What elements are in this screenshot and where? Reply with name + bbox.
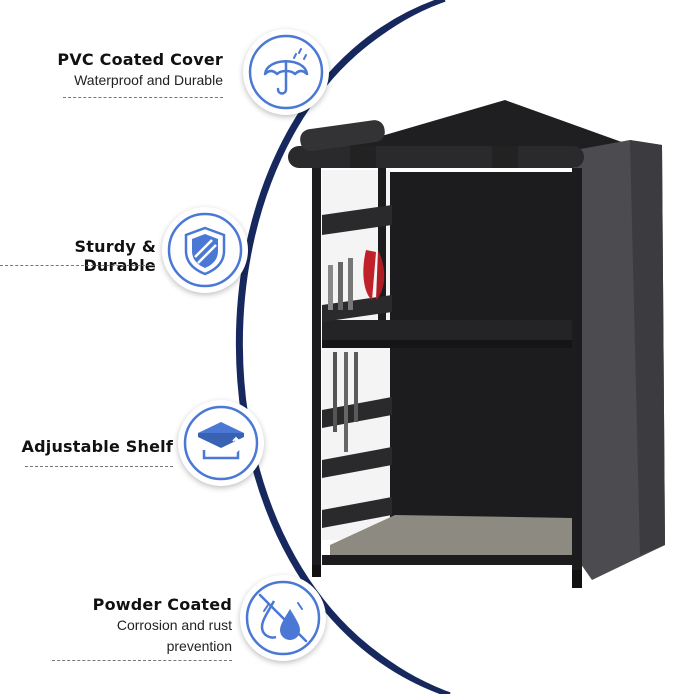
feature-description: prevention (166, 638, 232, 654)
feature-description: Corrosion and rust (116, 617, 232, 633)
feature-sturdy: Sturdy & Durable (0, 237, 156, 275)
feature-title: Adjustable Shelf (21, 437, 173, 456)
feature-divider (0, 265, 155, 266)
feature-pvc-cover: PVC Coated Cover Waterproof and Durable (20, 50, 223, 90)
tool-rack-product (288, 100, 665, 588)
feature-adjustable-shelf: Adjustable Shelf (0, 437, 173, 456)
rustproof-icon (240, 575, 326, 661)
feature-powder-coated: Powder Coated Corrosion and rust prevent… (40, 595, 232, 656)
umbrella-icon (243, 29, 329, 115)
feature-title: Sturdy & Durable (74, 237, 156, 275)
shelf-icon (178, 400, 264, 486)
shield-icon (162, 207, 248, 293)
feature-description: Waterproof and Durable (74, 72, 223, 88)
feature-title: Powder Coated (92, 595, 232, 614)
feature-divider (25, 466, 173, 467)
feature-divider (52, 660, 232, 661)
feature-divider (63, 97, 223, 98)
background-arc (235, 0, 452, 694)
feature-title: PVC Coated Cover (57, 50, 223, 69)
